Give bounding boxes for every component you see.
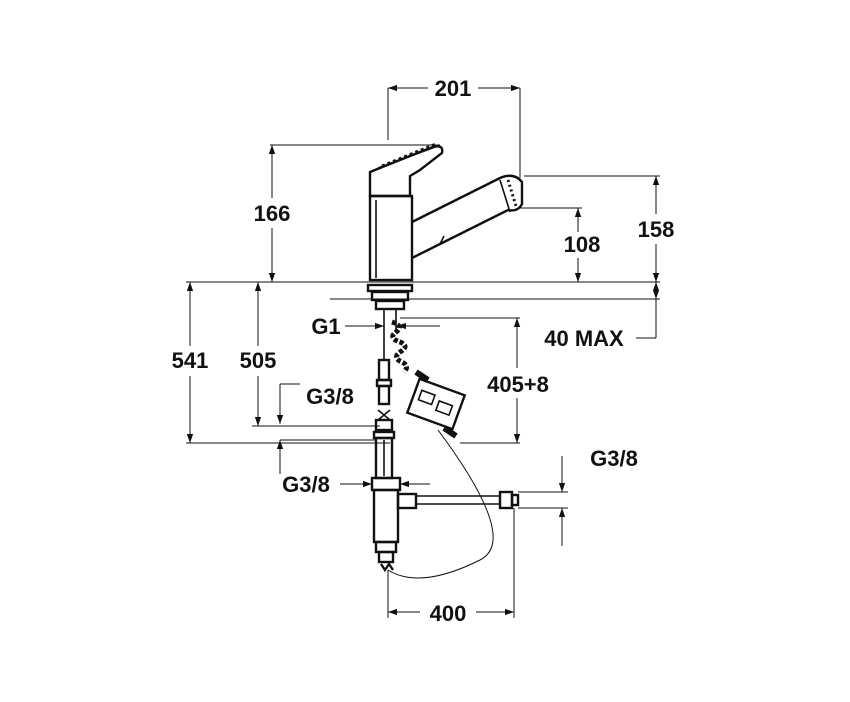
t-connector <box>370 476 418 573</box>
lever-texture <box>381 142 437 168</box>
supply-tube <box>372 330 396 480</box>
faucet-column <box>368 194 414 282</box>
dim-g38-lower-label: G3/8 <box>282 472 330 497</box>
dim-505: 505 <box>240 282 380 427</box>
lever-handle <box>368 145 444 198</box>
dim-201-label: 201 <box>435 76 472 101</box>
horizontal-hose <box>416 490 520 510</box>
dim-g1: G1 <box>311 314 440 339</box>
dim-405-label: 405+8 <box>487 372 549 397</box>
dim-201: 201 <box>387 76 521 178</box>
spout <box>411 174 524 260</box>
dim-40max: 40 MAX <box>544 282 660 351</box>
dim-166: 166 <box>254 144 440 282</box>
dim-g1-label: G1 <box>311 314 340 339</box>
dim-40max-label: 40 MAX <box>544 326 624 351</box>
lever-grip <box>377 145 439 169</box>
dim-g38-outlet-label: G3/8 <box>590 446 638 471</box>
dim-g38-lower: G3/8 <box>282 472 430 497</box>
dim-541-label: 541 <box>172 348 209 373</box>
dim-108: 108 <box>520 207 601 282</box>
faucet-body <box>368 142 524 282</box>
dim-g38-outlet: G3/8 <box>518 446 638 546</box>
pullout-sweep-arc <box>387 429 494 579</box>
dim-g38-upper: G3/8 <box>276 383 376 474</box>
dim-166-label: 166 <box>254 201 291 226</box>
mounting-nut <box>366 283 414 330</box>
dim-541: 541 <box>172 282 390 444</box>
dim-108-label: 108 <box>564 232 601 257</box>
dim-400: 400 <box>387 508 515 626</box>
dim-400-label: 400 <box>430 601 467 626</box>
dim-158: 158 <box>524 175 675 282</box>
pullout-hose <box>390 319 410 374</box>
dim-158-label: 158 <box>638 217 675 242</box>
dim-405: 405+8 <box>400 317 549 444</box>
dim-505-label: 505 <box>240 348 277 373</box>
hose-weight <box>405 369 467 439</box>
dim-g38-upper-label: G3/8 <box>306 384 354 409</box>
